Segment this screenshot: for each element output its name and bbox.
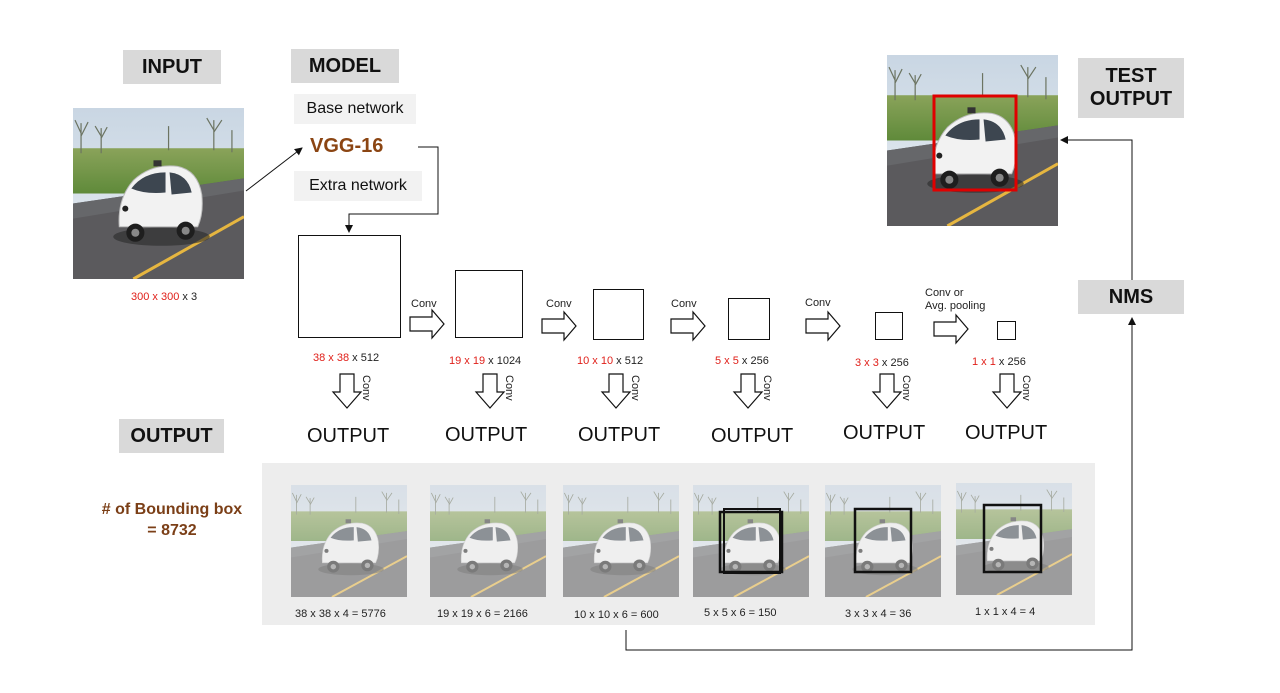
transition-label-4: Conv [805,297,831,309]
input-image [73,108,244,279]
down-conv-label-1: Conv [360,375,372,401]
feature-map-19 [455,270,523,338]
input-dimension: 300 x 300 x 3 [131,291,198,303]
down-conv-label-2: Conv [503,375,515,401]
outputs-to-nms-line [625,317,1136,651]
output-section-label: OUTPUT [119,419,224,453]
thumb-5 [693,485,809,597]
transition-label-1: Conv [411,298,437,310]
bounding-box-count: # of Bounding box = 8732 [86,500,258,542]
test-output-image [887,55,1058,226]
caption-6: 1 x 1 x 4 = 4 [975,606,1036,618]
thumb-1 [956,483,1072,595]
detection-box [932,94,1018,192]
anchor-box-1 [982,503,1043,574]
down-arrow-3 [600,373,632,409]
conv-arrow-5 [933,313,969,345]
feature-map-3 [875,312,903,340]
thumb-3 [825,485,941,597]
conv-arrow-2 [541,310,577,342]
caption-4: 5 x 5 x 6 = 150 [704,607,777,619]
bounding-box-count-line1: # of Bounding box [101,501,243,518]
test-output-label: TEST OUTPUT [1078,58,1184,118]
down-conv-label-6: Conv [1020,375,1032,401]
dimension-5: 3 x 3 x 256 [855,357,909,369]
output-6: OUTPUT [965,422,1048,444]
thumb-10 [563,485,679,597]
conv-arrow-3 [670,310,706,342]
caption-3: 10 x 10 x 6 = 600 [574,609,659,621]
dimension-6: 1 x 1 x 256 [972,356,1026,368]
thumb-38 [291,485,407,597]
output-3: OUTPUT [578,424,661,446]
nms-to-test-output-arrow [1060,136,1133,280]
conv-arrow-4 [805,310,841,342]
caption-2: 19 x 19 x 6 = 2166 [437,608,528,620]
dimension-2: 19 x 19 x 1024 [449,355,522,367]
feature-map-10 [593,289,644,340]
vgg16-label: VGG-16 [310,135,384,157]
transition-label-2: Conv [546,298,572,310]
down-conv-label-5: Conv [900,375,912,401]
down-arrow-5 [871,373,903,409]
model-label: MODEL [291,49,399,83]
output-5: OUTPUT [843,422,926,444]
down-conv-label-3: Conv [629,375,641,401]
dimension-3: 10 x 10 x 512 [577,355,644,367]
output-4: OUTPUT [711,425,794,447]
down-arrow-2 [474,373,506,409]
feature-map-38 [298,235,401,338]
nms-label: NMS [1078,280,1184,314]
conv-arrow-1 [409,308,445,340]
input-to-vgg-arrow [245,147,303,192]
output-1: OUTPUT [307,425,390,447]
down-arrow-6 [991,373,1023,409]
caption-1: 38 x 38 x 4 = 5776 [295,608,386,620]
caption-5: 3 x 3 x 4 = 36 [845,608,912,620]
input-label: INPUT [123,50,221,84]
down-arrow-4 [732,373,764,409]
feature-map-5 [728,298,770,340]
transition-label-3: Conv [671,298,697,310]
down-conv-label-4: Conv [761,375,773,401]
down-arrow-1 [331,373,363,409]
output-2: OUTPUT [445,424,528,446]
bounding-box-count-line2: = 8732 [147,521,197,539]
anchor-box-3 [853,507,913,574]
vgg-to-featuremap-arrow [345,146,439,233]
dimension-1: 38 x 38 x 512 [313,352,380,364]
thumb-19 [430,485,546,597]
base-network-label: Base network [294,94,416,124]
dimension-4: 5 x 5 x 256 [715,355,769,367]
extra-network-label: Extra network [294,171,422,201]
anchor-box-5b [723,508,781,574]
feature-map-1 [997,321,1016,340]
transition-label-5: Conv or Avg. pooling [925,287,986,312]
